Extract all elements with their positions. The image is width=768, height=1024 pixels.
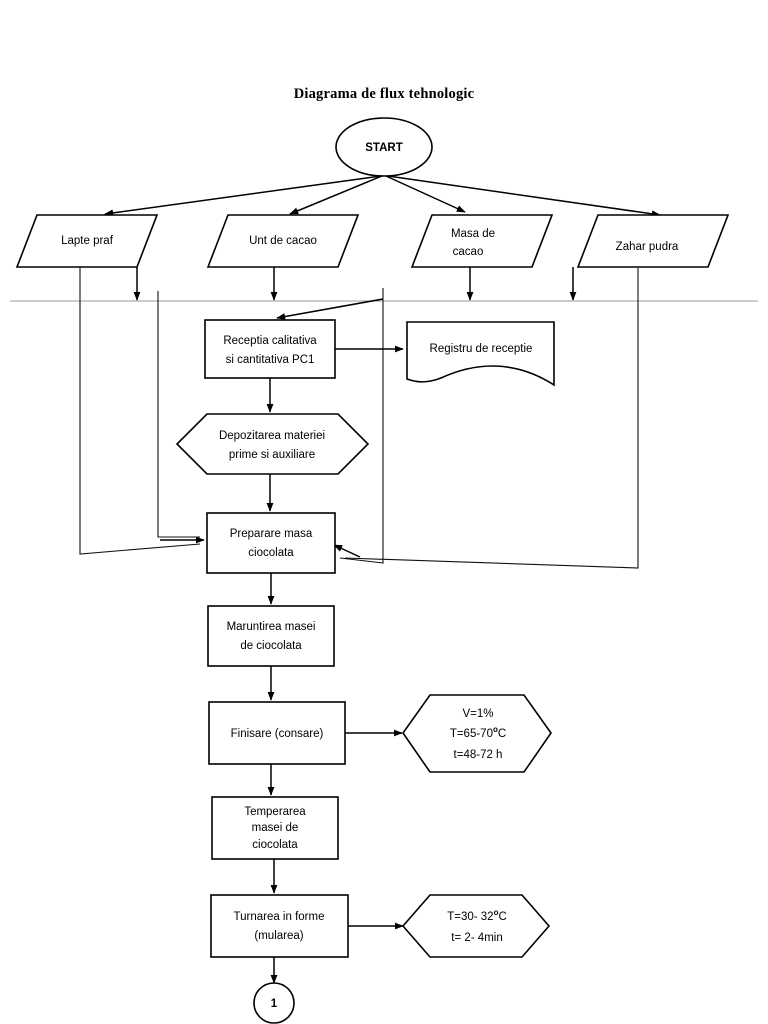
- node-receptie-label-line1: Receptia calitativa: [223, 335, 317, 347]
- param-turnare-line1-post: C: [498, 911, 506, 923]
- node-maruntire-label-line1: Maruntirea masei: [227, 621, 316, 633]
- param-finisare-line2-pre: T=65-70: [450, 728, 493, 740]
- node-zahar-pudra-label: Zahar pudra: [616, 241, 679, 253]
- node-temperare: Temperarea masei de ciocolata: [211, 796, 339, 860]
- edge-rail-to-receptie: [276, 298, 384, 320]
- node-lapte-praf-label: Lapte praf: [61, 235, 114, 247]
- node-turnare: Turnarea in forme (mularea): [210, 894, 349, 958]
- node-receptie: Receptia calitativa si cantitativa PC1: [204, 319, 336, 379]
- node-lapte-praf: Lapte praf: [15, 214, 159, 268]
- edge-bypass-right: [333, 268, 639, 569]
- param-turnare-line1-pre: T=30- 32: [447, 911, 493, 923]
- node-maruntire-label-line2: de ciocolata: [240, 640, 302, 652]
- node-connector-1: 1: [253, 982, 295, 1024]
- node-depozitare-label-line2: prime si auxiliare: [229, 449, 315, 461]
- node-masa-de-cacao-label-line2: cacao: [453, 246, 484, 258]
- node-preparare-label-line2: ciocolata: [248, 547, 294, 559]
- edge-start-to-inputs: [104, 175, 661, 218]
- node-start-label: START: [365, 142, 402, 154]
- node-registru: Registru de receptie: [406, 321, 555, 387]
- node-param-finisare-line2: T=65-70oC: [450, 725, 506, 740]
- degree-icon: o: [494, 908, 499, 917]
- node-param-finisare-line1: V=1%: [462, 708, 493, 720]
- node-turnare-label-line1: Turnarea in forme: [234, 911, 325, 923]
- node-maruntire: Maruntirea masei de ciocolata: [207, 605, 335, 667]
- degree-icon: o: [493, 725, 498, 734]
- page-title: Diagrama de flux tehnologic: [293, 86, 475, 102]
- edge-inputs-to-rail: [133, 267, 577, 301]
- node-temperare-label-line2: masei de: [252, 822, 299, 834]
- node-param-finisare-line3: t=48-72 h: [454, 749, 503, 761]
- node-param-finisare: V=1% T=65-70oC t=48-72 h: [402, 694, 552, 773]
- node-masa-de-cacao: Masa de cacao: [410, 214, 554, 268]
- node-connector-1-label: 1: [271, 998, 278, 1010]
- node-start: START: [335, 117, 433, 177]
- node-turnare-label-line2: (mularea): [254, 930, 303, 942]
- node-preparare: Preparare masa ciocolata: [206, 512, 336, 574]
- node-receptie-label-line2: si cantitativa PC1: [226, 354, 315, 366]
- node-registru-label: Registru de receptie: [430, 343, 533, 355]
- node-preparare-label-line1: Preparare masa: [230, 528, 313, 540]
- node-depozitare: Depozitarea materiei prime si auxiliare: [175, 413, 370, 475]
- node-param-turnare-line2: t= 2- 4min: [451, 932, 502, 944]
- node-masa-de-cacao-label-line1: Masa de: [451, 228, 495, 240]
- node-param-turnare: T=30- 32oC t= 2- 4min: [401, 894, 551, 958]
- node-temperare-label-line1: Temperarea: [244, 806, 306, 818]
- node-finisare-label: Finisare (consare): [231, 728, 324, 740]
- node-depozitare-label-line1: Depozitarea materiei: [219, 430, 325, 442]
- node-unt-de-cacao: Unt de cacao: [206, 214, 360, 268]
- node-param-turnare-line1: T=30- 32oC: [447, 908, 507, 923]
- edge-bypass-left: [79, 267, 205, 555]
- node-zahar-pudra: Zahar pudra: [576, 214, 730, 268]
- node-finisare: Finisare (consare): [208, 701, 346, 765]
- param-finisare-line2-post: C: [498, 728, 506, 740]
- node-temperare-label-line3: ciocolata: [252, 839, 298, 851]
- node-unt-de-cacao-label: Unt de cacao: [249, 235, 317, 247]
